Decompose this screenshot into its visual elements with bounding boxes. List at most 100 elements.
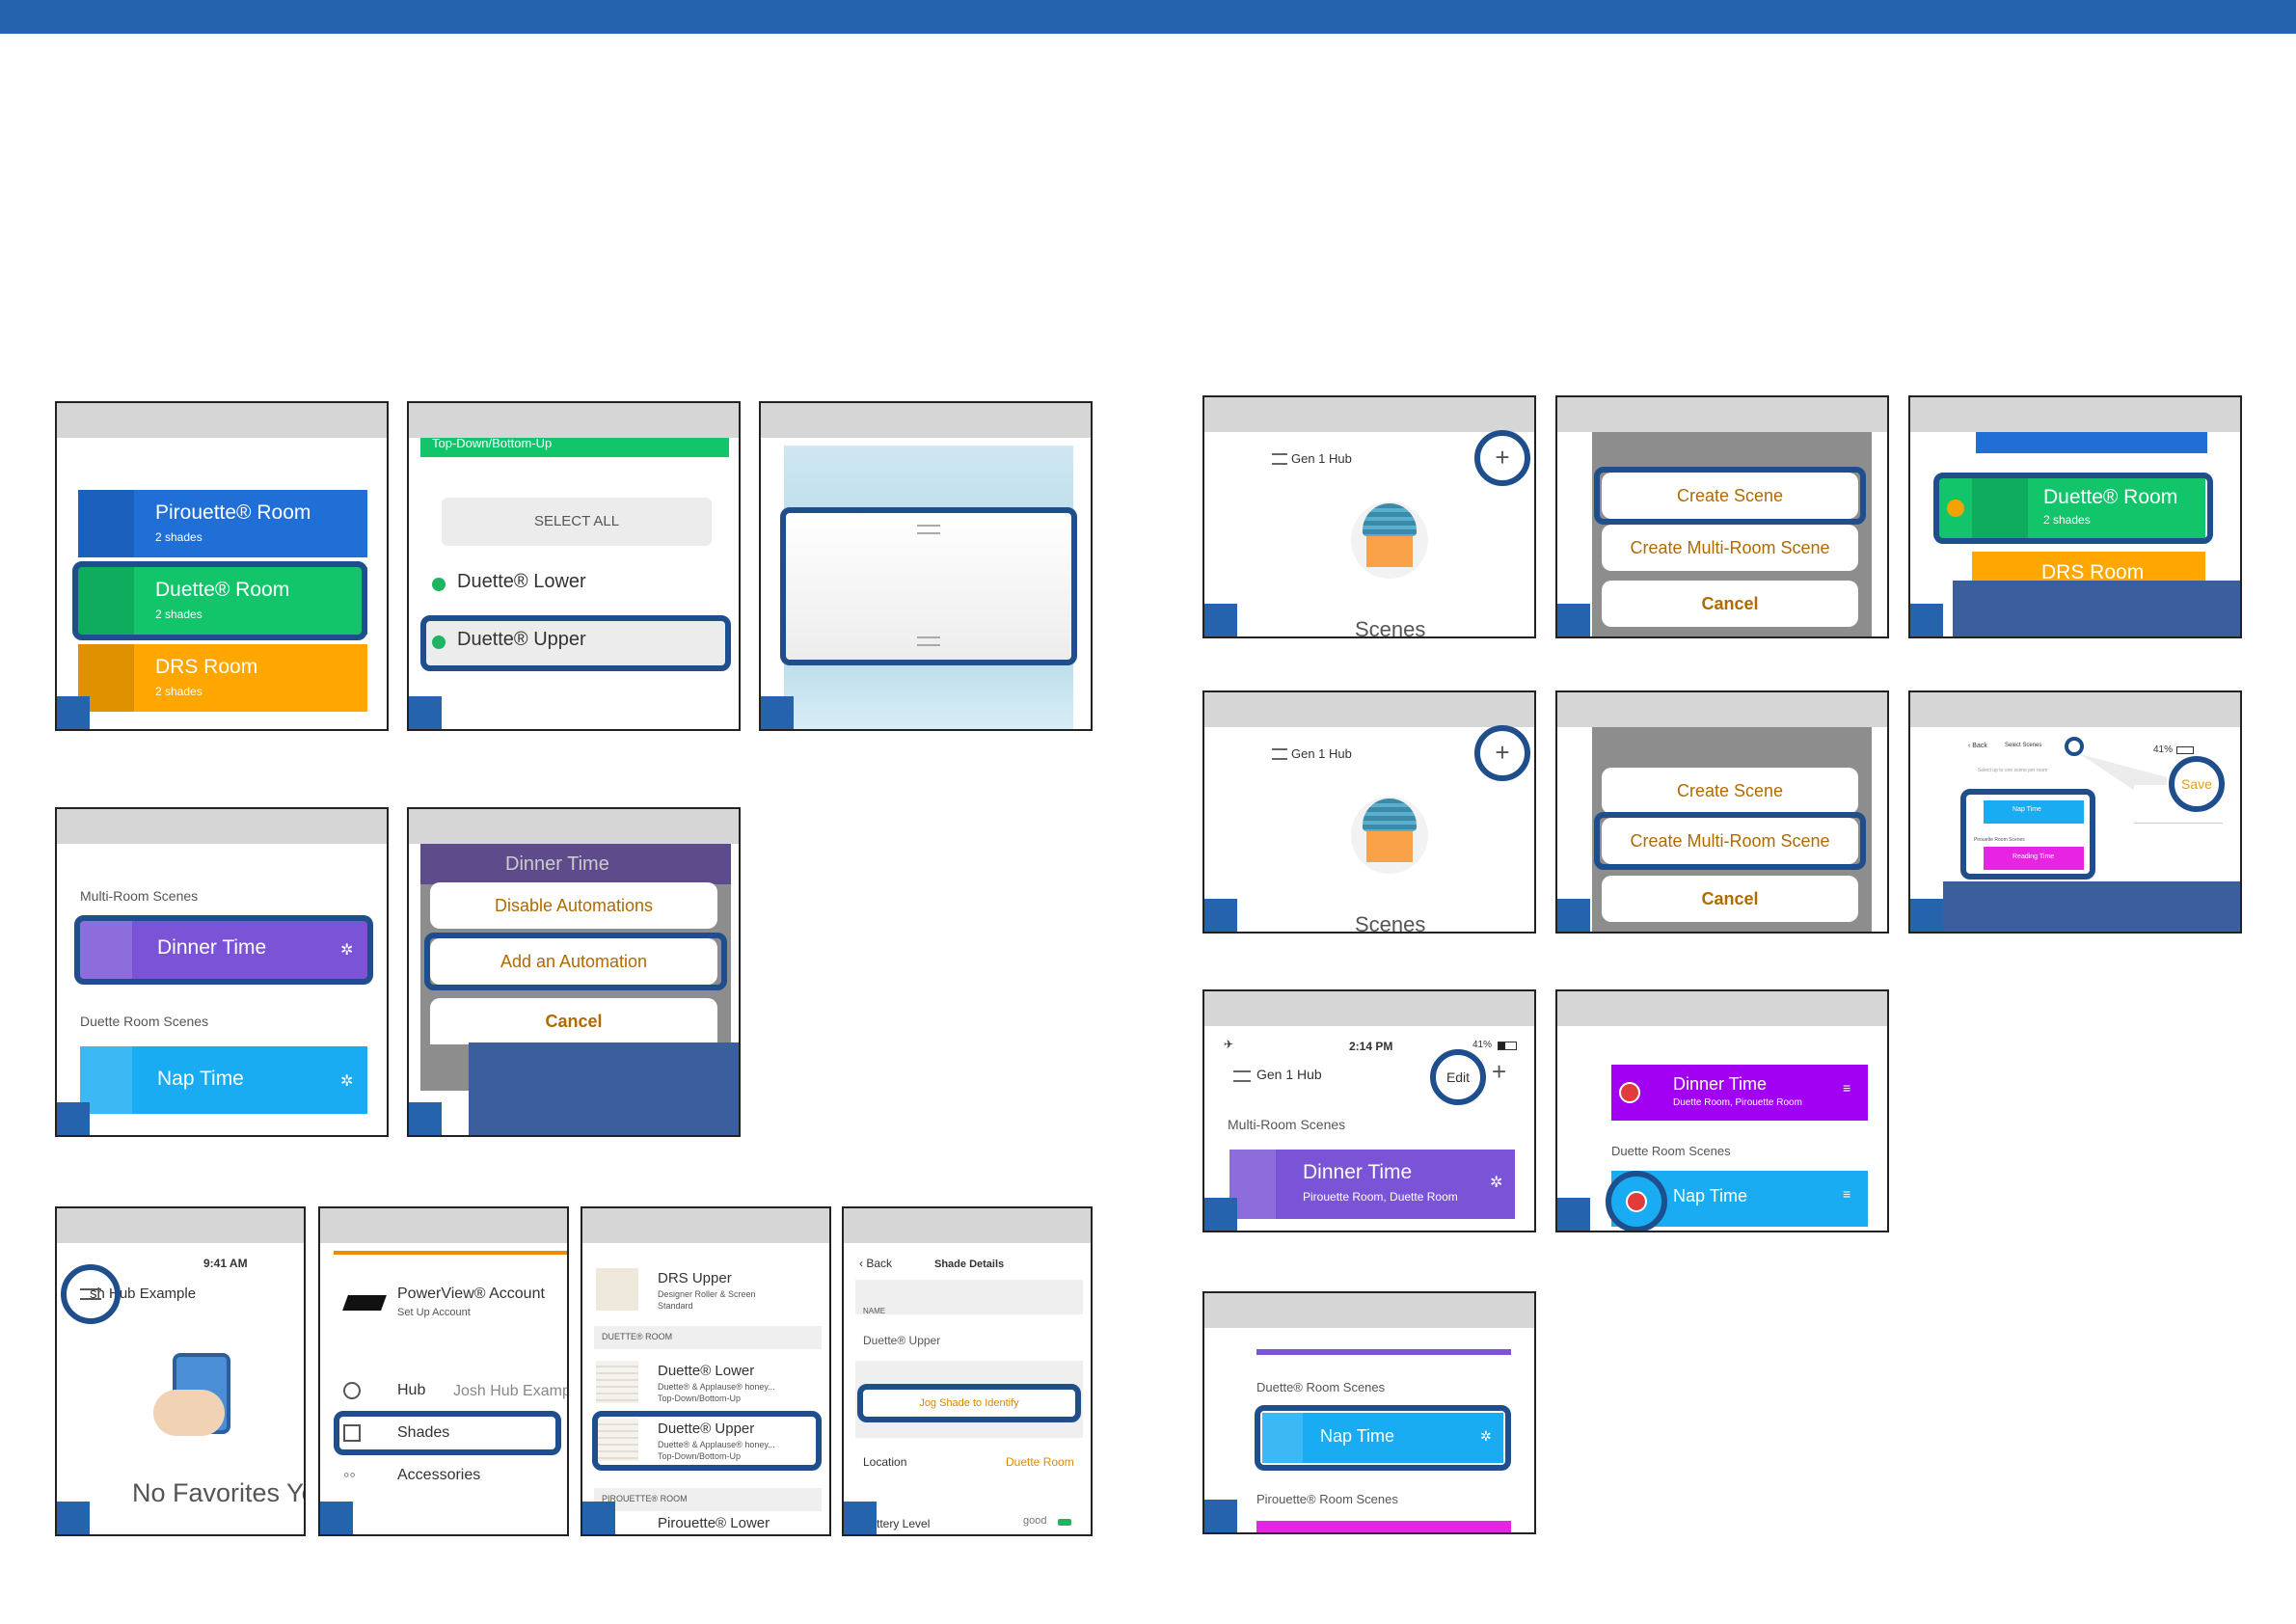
step-tag <box>1204 604 1237 636</box>
step-tag <box>409 1102 442 1135</box>
menu-hub[interactable]: Hub <box>397 1382 426 1398</box>
hub-title: Gen 1 Hub <box>1291 451 1352 466</box>
window-illustration <box>1366 831 1413 862</box>
room-count: 2 shades <box>155 530 203 544</box>
panel-rooms: Pirouette® Room 2 shades Duette® Room 2 … <box>55 401 389 731</box>
back-button[interactable]: ‹ Back <box>1968 743 1987 749</box>
menu-shades[interactable]: Shades <box>397 1424 450 1441</box>
scene-subtitle: Duette Room, Pirouette Room <box>1673 1097 1802 1108</box>
cancel-button[interactable]: Cancel <box>1602 876 1858 922</box>
create-scene-button[interactable]: Create Scene <box>1602 473 1858 519</box>
scene-dinner[interactable]: Dinner Time Pirouette Room, Duette Room … <box>1229 1150 1515 1219</box>
panel-select-scenes: ‹ Back Select Scenes 41% Select up to on… <box>1908 690 2242 934</box>
shade-name[interactable]: Duette® Lower <box>658 1363 755 1379</box>
luxaflex-logo-icon <box>342 1295 387 1311</box>
panel-shade-select: Top-Down/Bottom-Up SELECT ALL Duette® Lo… <box>407 401 741 731</box>
gear-icon[interactable]: ✲ <box>340 942 354 959</box>
remove-nap-button[interactable] <box>1606 1171 1667 1231</box>
remove-icon[interactable] <box>1619 1082 1640 1103</box>
scene-name: Dinner Time <box>1303 1161 1413 1183</box>
shade-sub: Duette® & Applause® honey... <box>658 1382 775 1392</box>
hamburger-icon[interactable] <box>1233 1070 1251 1082</box>
gear-icon[interactable]: ✲ <box>1480 1428 1492 1444</box>
scene-dinner[interactable]: Dinner Time Duette Room, Pirouette Room … <box>1611 1065 1868 1121</box>
battery-icon <box>1058 1519 1071 1526</box>
shades-icon <box>343 1424 361 1442</box>
disable-automations-button[interactable]: Disable Automations <box>430 882 717 929</box>
section-header: Multi-Room Scenes <box>80 888 199 904</box>
highlight-scene-selection <box>1960 789 2095 880</box>
cover-block <box>1953 581 2240 636</box>
highlight-add-automation <box>424 933 727 990</box>
room-name: DRS Room <box>155 656 258 678</box>
panel-delete-scene: Dinner Time Duette Room, Pirouette Room … <box>1555 989 1889 1232</box>
fork-knife-icon <box>80 921 132 979</box>
scene-dinner[interactable]: Dinner Time ✲ <box>80 921 367 979</box>
room-pirouette-partial <box>1976 432 2207 453</box>
panel-shade-details: ‹ Back Shade Details NAME Duette® Upper … <box>842 1206 1093 1536</box>
battery-text: 41% <box>2153 744 2174 755</box>
add-scene-button[interactable]: + <box>1474 430 1530 486</box>
edit-button[interactable]: Edit <box>1430 1049 1486 1105</box>
panel-header <box>1204 991 1534 1026</box>
hamburger-icon[interactable] <box>1272 748 1287 760</box>
add-automation-button[interactable]: Add an Automation <box>430 938 717 985</box>
hub-icon <box>343 1382 361 1399</box>
create-multi-room-button[interactable]: Create Multi-Room Scene <box>1602 818 1858 864</box>
shade-name[interactable]: Duette® Upper <box>658 1421 755 1437</box>
highlight-duette-room <box>72 561 367 640</box>
shade-name[interactable]: DRS Upper <box>658 1270 732 1286</box>
panel-scenes-add-2: Gen 1 Hub + Scenes <box>1202 690 1536 934</box>
battery-label: ttery Level <box>877 1517 931 1530</box>
step-tag <box>582 1502 615 1534</box>
add-scene-button[interactable]: + <box>1474 725 1530 781</box>
reorder-icon[interactable]: ≡ <box>1843 1186 1851 1202</box>
orange-line <box>334 1251 567 1255</box>
panel-header <box>1204 397 1534 432</box>
location-value[interactable]: Duette Room <box>1006 1455 1074 1469</box>
create-scene-button[interactable]: Create Scene <box>1602 768 1858 814</box>
shade-panel[interactable] <box>786 511 1071 665</box>
shade-item-upper-row[interactable] <box>424 619 727 667</box>
save-button[interactable]: Save <box>2169 756 2225 812</box>
cancel-button[interactable]: Cancel <box>430 998 717 1044</box>
add-button[interactable]: + <box>1492 1057 1507 1086</box>
screen-title: Scenes <box>1355 617 1426 638</box>
drag-handle-top-icon[interactable] <box>917 525 940 534</box>
name-field[interactable]: Duette® Upper <box>863 1334 941 1347</box>
jog-button[interactable]: Jog Shade to Identify <box>863 1390 1075 1417</box>
shade-item-lower[interactable]: Duette® Lower <box>457 571 586 592</box>
highlight-create-multi <box>1594 812 1866 870</box>
back-button[interactable]: ‹ Back <box>859 1257 893 1270</box>
drag-handle-bottom-icon[interactable] <box>917 636 940 646</box>
scene-name: Reading Time <box>2012 853 2055 860</box>
create-multi-room-button[interactable]: Create Multi-Room Scene <box>1602 525 1858 571</box>
section-header: Multi-Room Scenes <box>1228 1117 1346 1132</box>
room-drs[interactable]: DRS Room 2 shades <box>78 644 367 712</box>
account-title[interactable]: PowerView® Account <box>397 1286 545 1302</box>
hub-title: Gen 1 Hub <box>1291 746 1352 761</box>
room-duette[interactable]: Duette® Room 2 shades <box>1939 478 2205 538</box>
scene-nap[interactable]: Nap Time ✲ <box>80 1046 367 1114</box>
cancel-button[interactable]: Cancel <box>1602 581 1858 627</box>
green-header-strip <box>420 438 729 457</box>
panel-header <box>582 1208 829 1243</box>
screen-title: Scenes <box>1355 912 1426 934</box>
house-icon <box>78 490 134 557</box>
scene-nap[interactable]: Nap Time ✲ <box>1262 1413 1503 1463</box>
group-header: Top-Down/Bottom-Up <box>432 436 553 450</box>
menu-accessories[interactable]: Accessories <box>397 1467 481 1483</box>
reorder-icon[interactable]: ≡ <box>1843 1080 1851 1096</box>
shade-name[interactable]: Pirouette® Lower <box>658 1515 770 1531</box>
gear-icon[interactable]: ✲ <box>340 1073 354 1090</box>
panel-scenes-list: Multi-Room Scenes Dinner Time ✲ Duette R… <box>55 807 389 1137</box>
scene-reading-chip[interactable]: Reading Time <box>1984 847 2084 870</box>
scene-nap-chip[interactable]: Nap Time <box>1984 800 2084 824</box>
step-tag <box>1557 1198 1590 1231</box>
gear-icon[interactable]: ✲ <box>1490 1175 1503 1191</box>
room-pirouette[interactable]: Pirouette® Room 2 shades <box>78 490 367 557</box>
hamburger-icon[interactable] <box>1272 453 1287 465</box>
menu-icon[interactable] <box>61 1264 121 1324</box>
room-duette[interactable]: Duette® Room 2 shades <box>78 567 367 635</box>
select-all-button[interactable]: SELECT ALL <box>442 498 712 546</box>
